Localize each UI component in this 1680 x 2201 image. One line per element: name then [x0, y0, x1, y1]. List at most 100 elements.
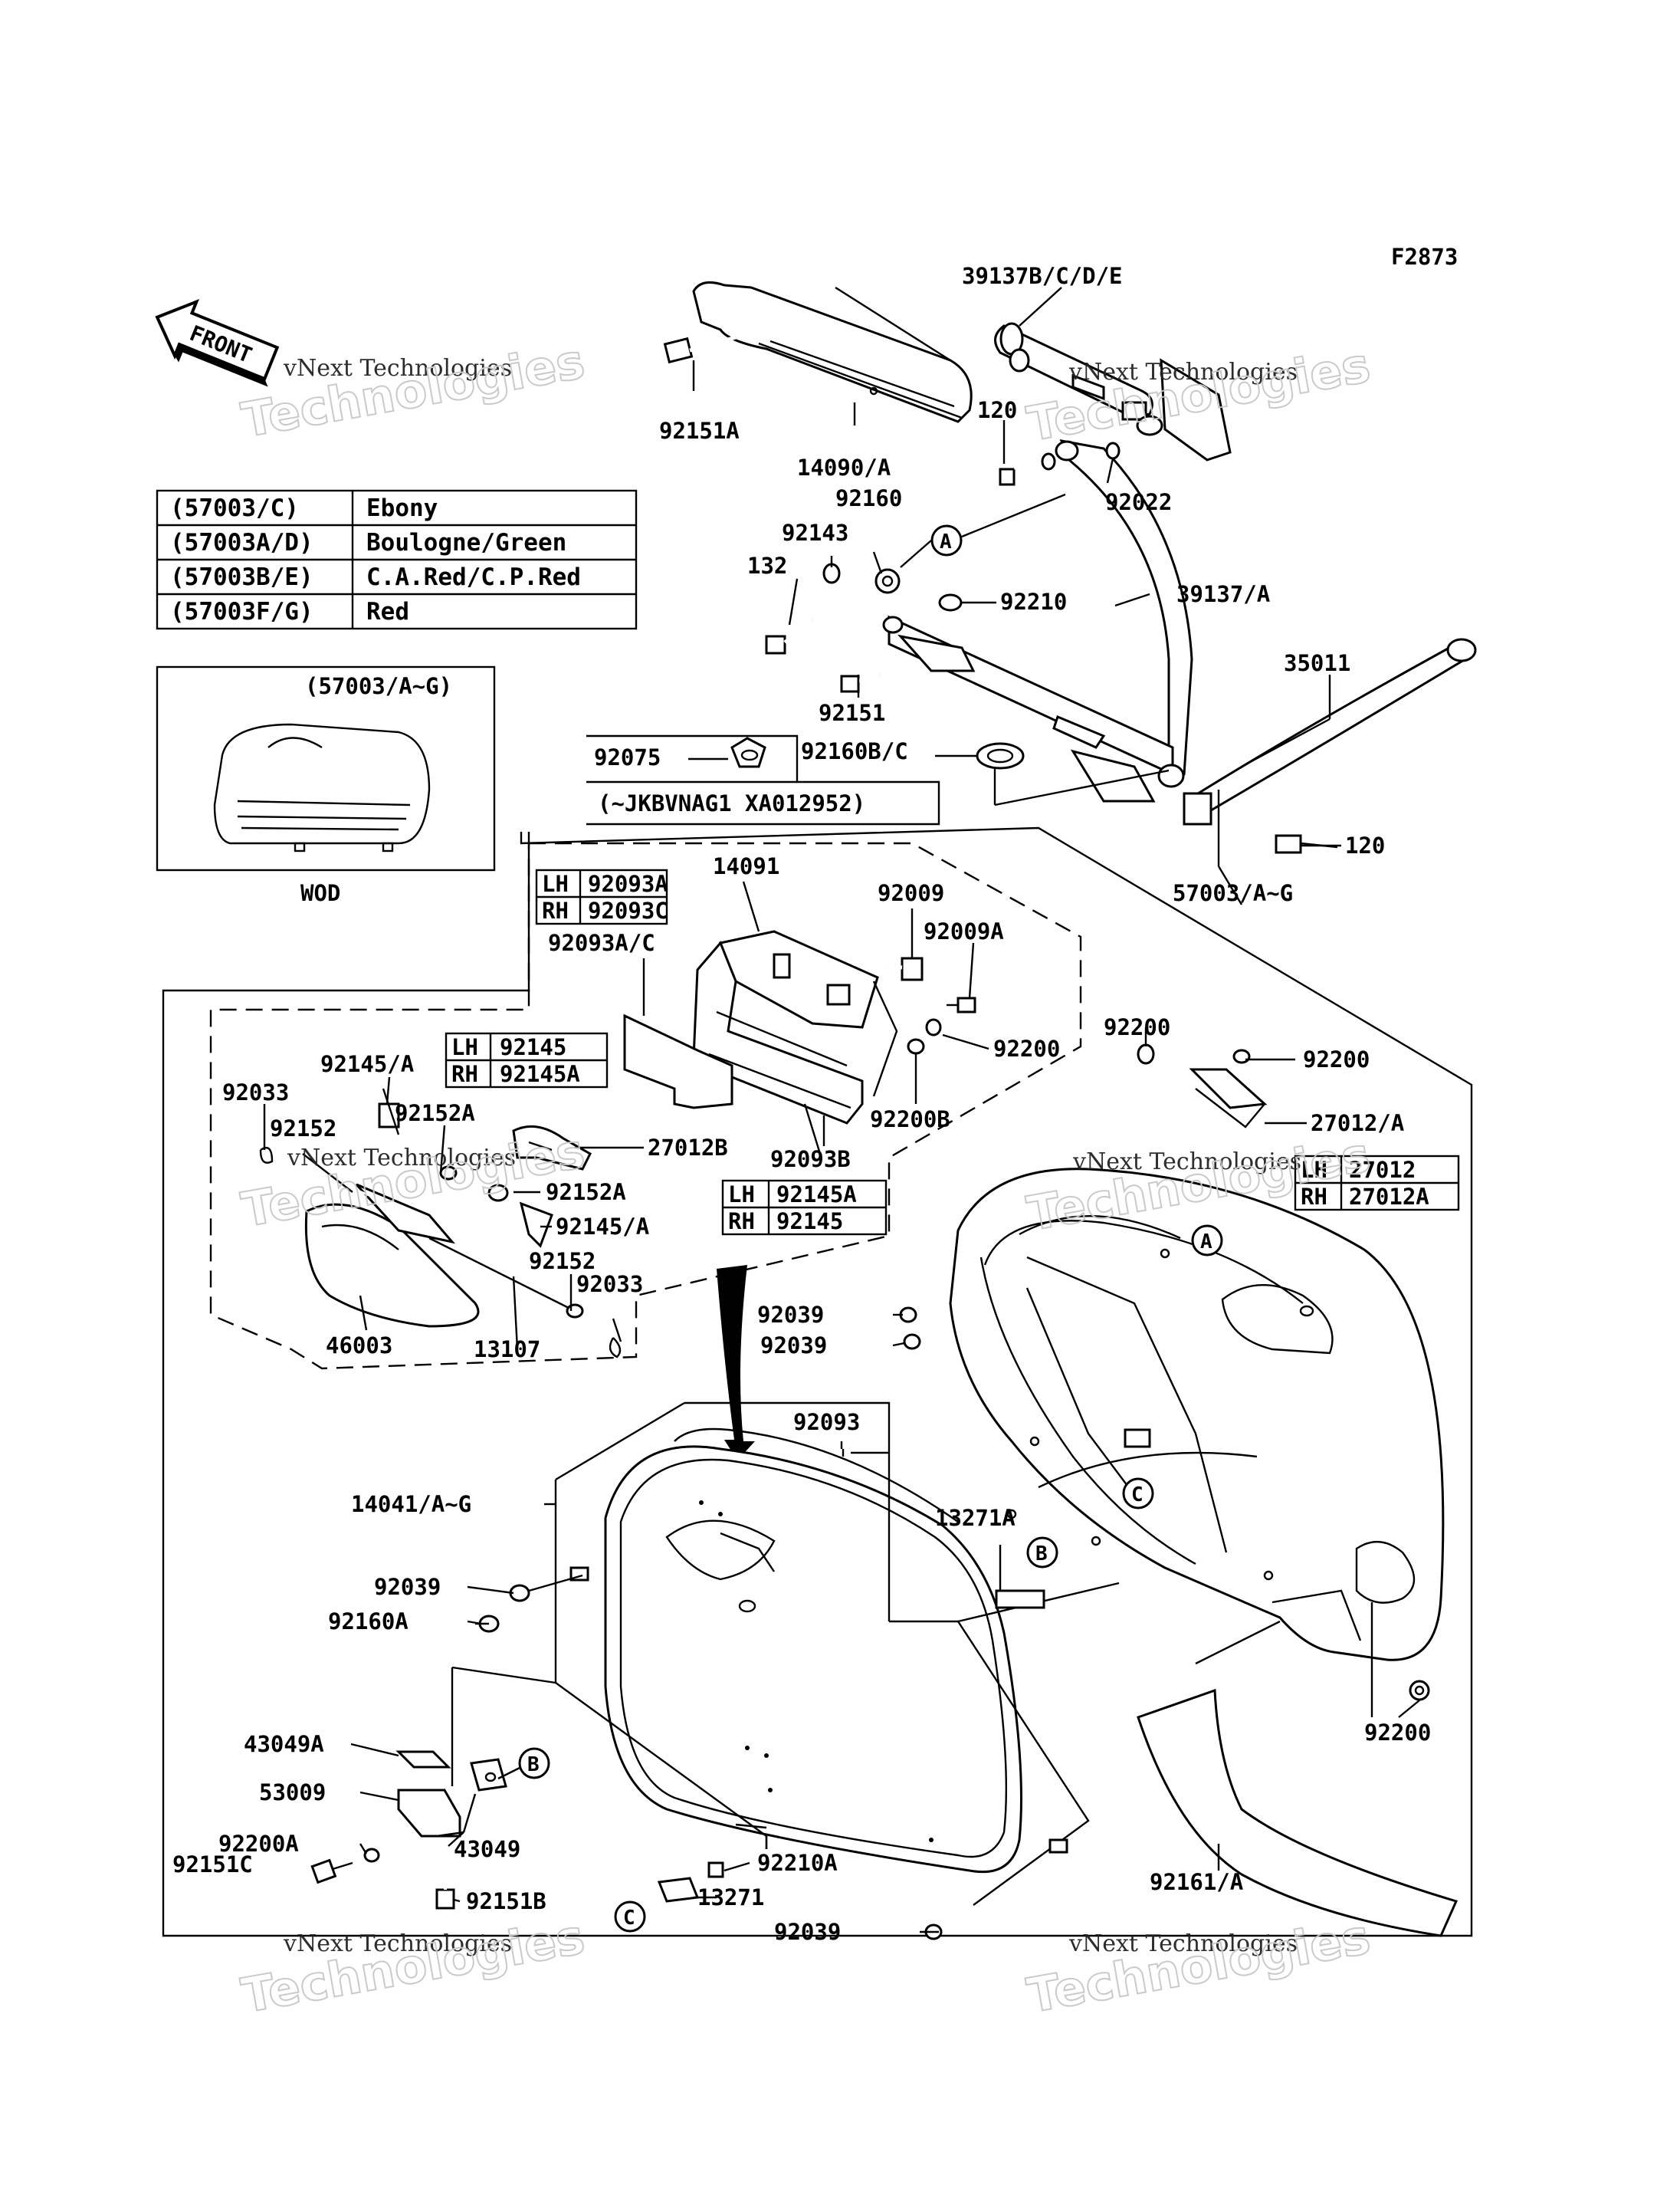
part-label: 92039	[774, 1919, 841, 1945]
ref-letter-c: C	[623, 1907, 635, 1930]
part-label: 14090/A	[797, 455, 891, 481]
part-label: 92093A/C	[548, 930, 655, 956]
lhrh-box-92093: LH 92093A RH 92093C	[535, 869, 668, 925]
watermark-small: vNext Technologies	[283, 355, 512, 382]
part-label: 92160A	[328, 1608, 409, 1634]
assembly-boundary	[162, 826, 1473, 1937]
watermark-small: vNext Technologies	[283, 1930, 512, 1957]
color-table-code: (57003B/E)	[170, 563, 313, 591]
part-label-92075: 92075	[594, 744, 661, 770]
watermark-small: vNext Technologies	[1068, 1930, 1298, 1957]
lid-14041	[604, 1427, 1022, 1874]
part-label: 13107	[474, 1336, 540, 1362]
watermark-small: vNext Technologies	[1068, 359, 1298, 386]
part-label: 92200	[1303, 1046, 1370, 1073]
part-label: 92033	[576, 1271, 643, 1297]
ref-letter-b: B	[527, 1753, 540, 1776]
bracket-14091	[692, 930, 898, 1125]
diagram-id: F2873	[1391, 244, 1458, 270]
lh-label: LH	[451, 1034, 478, 1060]
lh-part: 27012	[1349, 1157, 1416, 1183]
part-label: 92210	[1000, 589, 1067, 615]
color-table: (57003/C) Ebony (57003A/D) Boulogne/Gree…	[156, 489, 638, 630]
part-label: 39137/A	[1176, 581, 1270, 607]
lh-label: LH	[728, 1181, 755, 1207]
lid-frame-lines	[451, 1401, 1120, 1906]
part-label: 92039	[374, 1574, 441, 1600]
lh-part: 92145A	[776, 1181, 857, 1207]
screws-92009	[884, 957, 1251, 1065]
hinge-parts-lower	[310, 1750, 724, 1910]
lhrh-box-92145-mid: LH 92145A RH 92145	[721, 1179, 888, 1236]
part-label: 92151	[819, 700, 885, 726]
color-table-code: (57003F/G)	[170, 598, 313, 626]
part-label: 92152A	[395, 1100, 475, 1126]
part-label: 92145/A	[320, 1051, 414, 1077]
lh-label: LH	[1301, 1157, 1327, 1183]
part-label: 92161/A	[1150, 1869, 1243, 1895]
panel-92161a	[1137, 1688, 1459, 1937]
bar-35011	[1183, 638, 1477, 826]
rh-label: RH	[1301, 1184, 1327, 1210]
inset-title: (57003/A~G)	[305, 673, 452, 699]
part-label: 92009A	[924, 918, 1004, 944]
saddlebag-body-57003	[949, 1168, 1445, 1661]
pad-92093ac	[623, 1013, 733, 1109]
color-table-color: Ebony	[366, 494, 438, 522]
part-label: 120	[977, 397, 1017, 423]
color-table-code: (57003A/D)	[170, 529, 313, 557]
rh-label: RH	[542, 898, 569, 924]
lh-label: LH	[542, 871, 569, 897]
part-label: 92039	[757, 1302, 824, 1328]
part-label: 92152	[529, 1248, 596, 1274]
front-arrow-icon: FRONT	[155, 298, 280, 387]
part-label: 14041/A~G	[351, 1491, 471, 1517]
part-label: 35011	[1284, 650, 1350, 676]
rh-part: 27012A	[1349, 1184, 1429, 1210]
part-label: 46003	[326, 1332, 392, 1358]
part-label: 92200	[993, 1036, 1060, 1062]
top-guard-14090	[692, 281, 973, 423]
color-table-color: Boulogne/Green	[366, 529, 566, 557]
part-label: 120	[1345, 833, 1385, 859]
part-label: 92200	[1104, 1014, 1170, 1040]
inset-caption: WOD	[300, 880, 340, 906]
part-label: 92009	[878, 880, 944, 906]
part-label: 92033	[222, 1079, 289, 1105]
part-label: 92200A	[218, 1831, 299, 1857]
part-label: 92093B	[770, 1146, 851, 1172]
part-label: 92160	[835, 485, 902, 511]
part-label: 92151A	[659, 418, 740, 444]
ref-letter-c: C	[1131, 1483, 1144, 1506]
rh-label: RH	[451, 1061, 478, 1087]
part-label: 27012B	[648, 1135, 728, 1161]
watermark-small: vNext Technologies	[1072, 1148, 1301, 1175]
part-label: 92022	[1105, 489, 1172, 515]
part-label: 92143	[782, 520, 848, 546]
bracket-39137b	[994, 322, 1232, 462]
rh-part: 92145	[776, 1208, 843, 1234]
serial-note-text: (~JKBVNAG1 XA012952)	[598, 790, 865, 816]
part-label: 92151B	[466, 1888, 546, 1914]
color-table-code: (57003/C)	[170, 494, 299, 522]
part-label: 53009	[259, 1779, 326, 1805]
part-label: 92200	[1364, 1720, 1431, 1746]
part-labels: 39137B/C/D/E 92151A 14090/A 120 92022 92…	[172, 263, 1431, 1945]
lh-part: 92093A	[588, 871, 668, 897]
bolt-92151a-icon	[663, 335, 737, 364]
part-label: 92145/A	[556, 1214, 649, 1240]
part-label: 39137B/C/D/E	[962, 263, 1123, 289]
rh-part: 92093C	[588, 898, 668, 924]
part-label: 92152	[270, 1115, 336, 1142]
assembly-direction-arrow-icon	[717, 1265, 755, 1460]
lid-emblem-icon	[213, 723, 431, 845]
color-table-color: Red	[366, 598, 409, 626]
ref-letter-a: A	[1200, 1230, 1212, 1253]
part-label: 43049A	[244, 1731, 324, 1757]
part-label: 92160B/C	[801, 738, 908, 764]
part-label: 27012/A	[1311, 1110, 1404, 1136]
part-label: 92151C	[172, 1851, 253, 1877]
ref-letter-a: A	[940, 531, 952, 554]
